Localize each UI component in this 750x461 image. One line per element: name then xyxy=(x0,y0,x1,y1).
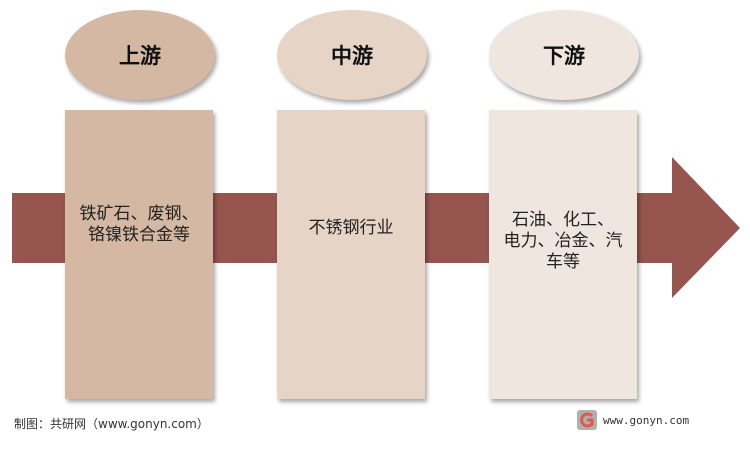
downstream-line-3: 车等 xyxy=(546,252,580,272)
upstream-box: 铁矿石、废钢、 铬镍铁合金等 xyxy=(65,110,213,399)
midstream-line-1: 不锈钢行业 xyxy=(308,218,394,238)
upstream-title-oval: 上游 xyxy=(65,10,215,100)
midstream-title: 中游 xyxy=(331,44,373,68)
downstream-line-2: 电力、冶金、汽 xyxy=(503,231,623,251)
upstream-title: 上游 xyxy=(119,44,161,68)
midstream-box: 不锈钢行业 xyxy=(277,110,425,399)
watermark: www.gonyn.com xyxy=(577,410,689,430)
source-caption: 制图：共研网（www.gonyn.com） xyxy=(14,417,209,431)
downstream-title: 下游 xyxy=(543,44,585,68)
downstream-title-oval: 下游 xyxy=(489,10,639,100)
midstream-description: 不锈钢行业 xyxy=(281,218,421,239)
downstream-description: 石油、化工、 电力、冶金、汽 车等 xyxy=(493,210,633,273)
upstream-description: 铁矿石、废钢、 铬镍铁合金等 xyxy=(69,204,209,246)
upstream-line-2: 铬镍铁合金等 xyxy=(88,225,190,245)
downstream-box: 石油、化工、 电力、冶金、汽 车等 xyxy=(489,110,637,399)
downstream-line-1: 石油、化工、 xyxy=(512,210,614,230)
watermark-url: www.gonyn.com xyxy=(603,413,690,427)
upstream-line-1: 铁矿石、废钢、 xyxy=(79,204,199,224)
gonyn-logo-icon xyxy=(577,410,597,430)
midstream-title-oval: 中游 xyxy=(277,10,427,100)
